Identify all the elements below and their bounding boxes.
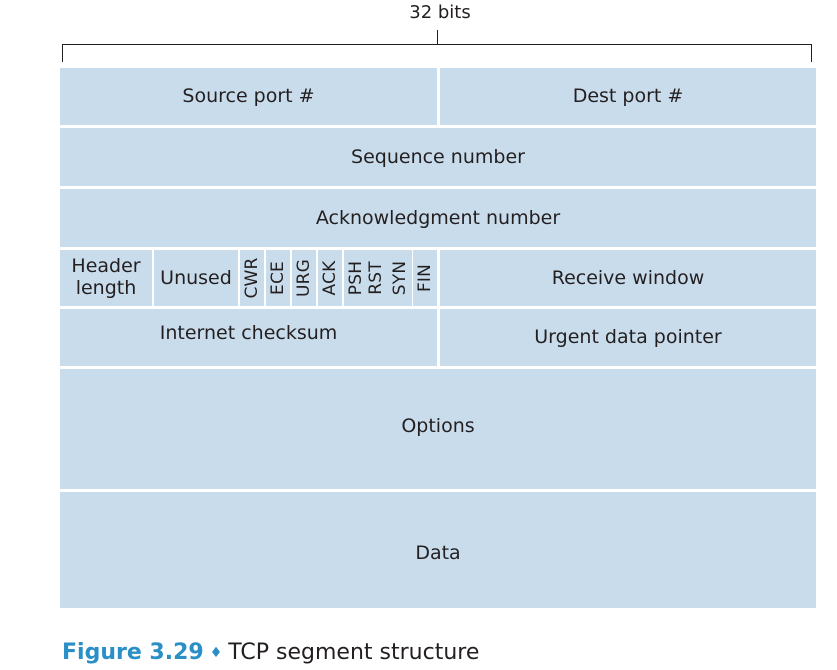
figure-caption: Figure 3.29 ♦ TCP segment structure <box>62 640 479 665</box>
internet-checksum-label: Internet checksum <box>159 322 338 345</box>
data-field: Data <box>60 492 816 608</box>
header-length-line1: Header <box>71 255 141 278</box>
internet-checksum-field: Internet checksum <box>60 309 437 366</box>
flag-cwr: CWR <box>240 250 264 306</box>
flag-syn-label: SYN <box>390 260 410 296</box>
sequence-number-label: Sequence number <box>351 145 525 168</box>
flag-psh-label: PSH <box>346 260 366 296</box>
flag-cwr-label: CWR <box>242 257 262 299</box>
flag-fin: FIN <box>413 250 437 306</box>
bracket-left-tick <box>62 44 63 62</box>
figure-title: TCP segment structure <box>228 640 480 665</box>
options-label: Options <box>401 414 475 437</box>
source-port-field: Source port # <box>60 68 437 125</box>
unused-field: Unused <box>154 250 238 306</box>
receive-window-label: Receive window <box>551 266 705 289</box>
flag-rst: RST <box>364 250 388 306</box>
urgent-data-pointer-field: Urgent data pointer <box>440 309 816 366</box>
ack-number-label: Acknowledgment number <box>315 206 561 229</box>
caption-separator-icon: ♦ <box>209 645 223 661</box>
flag-ece-label: ECE <box>268 261 288 295</box>
ack-number-field: Acknowledgment number <box>60 189 816 247</box>
header-length-line2: length <box>75 277 137 299</box>
flag-fin-label: FIN <box>415 263 435 293</box>
unused-label: Unused <box>160 266 232 289</box>
data-label: Data <box>415 541 461 564</box>
flag-syn: SYN <box>388 250 412 306</box>
flag-urg-label: URG <box>294 258 314 298</box>
flag-ack: ACK <box>318 250 342 306</box>
flag-rst-label: RST <box>366 261 386 295</box>
bracket-right-tick <box>811 44 812 62</box>
receive-window-field: Receive window <box>440 250 816 306</box>
flag-ece: ECE <box>266 250 290 306</box>
flag-urg: URG <box>292 250 316 306</box>
urgent-data-pointer-label: Urgent data pointer <box>534 326 722 349</box>
bracket-center-tick <box>437 30 438 44</box>
flag-ack-label: ACK <box>320 260 340 296</box>
figure-number: Figure 3.29 <box>62 640 204 665</box>
source-port-label: Source port # <box>182 85 315 108</box>
sequence-number-field: Sequence number <box>60 128 816 186</box>
header-length-field: Header length <box>60 250 152 306</box>
bracket-horizontal <box>62 44 812 45</box>
options-field: Options <box>60 369 816 489</box>
dest-port-field: Dest port # <box>440 68 816 125</box>
dest-port-label: Dest port # <box>572 85 684 108</box>
bits-label: 32 bits <box>409 2 471 23</box>
